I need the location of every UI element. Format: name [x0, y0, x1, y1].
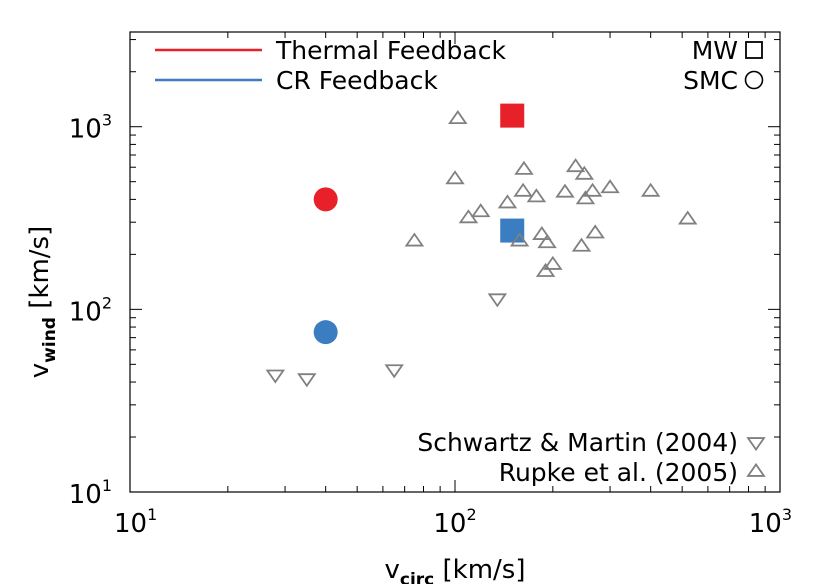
point-3-17 — [574, 165, 595, 180]
point-3-13 — [543, 255, 563, 270]
legend-bottom-label-1: Rupke et al. (2005) — [499, 458, 738, 487]
legend-circle-icon — [744, 70, 764, 90]
point-3-8 — [514, 160, 534, 175]
point-3-21 — [600, 179, 620, 194]
point-3-2 — [448, 110, 468, 125]
point-2-1 — [297, 373, 317, 388]
point-3-16 — [571, 237, 592, 252]
point-3-15 — [565, 158, 586, 173]
point-3-18 — [575, 190, 596, 205]
point-3-22 — [640, 182, 661, 197]
point-3-6 — [509, 232, 530, 247]
x-tick-label: 103 — [749, 505, 792, 539]
point-3-7 — [513, 182, 533, 197]
x-tick-label: 102 — [433, 505, 476, 539]
y-tick-label: 101 — [69, 476, 112, 510]
point-0-1 — [313, 187, 338, 212]
point-3-5 — [497, 194, 518, 209]
legend-right-label-0: MW — [692, 36, 738, 65]
point-1-1 — [313, 320, 338, 345]
point-0-0 — [500, 103, 525, 128]
point-3-9 — [526, 188, 547, 203]
x-axis-title: vcirc [km/s] — [384, 555, 525, 584]
point-3-19 — [582, 182, 603, 197]
x-tick-label: 101 — [114, 505, 157, 539]
legend-square-icon — [745, 41, 763, 59]
legend-triangle-down-icon — [746, 437, 766, 452]
point-3-20 — [585, 224, 605, 239]
legend-right-label-1: SMC — [683, 66, 738, 95]
point-1-0 — [500, 218, 525, 243]
legend-bottom-label-0: Schwartz & Martin (2004) — [417, 428, 738, 457]
point-3-14 — [555, 183, 575, 198]
legend-label-1: CR Feedback — [276, 66, 438, 95]
point-3-1 — [445, 170, 465, 185]
point-3-11 — [535, 262, 556, 277]
point-3-0 — [404, 232, 425, 247]
y-tick-label: 103 — [69, 111, 112, 145]
point-3-23 — [677, 210, 698, 225]
point-2-0 — [265, 369, 286, 384]
point-3-12 — [537, 234, 557, 249]
plot-area-frame — [129, 31, 781, 493]
legend-label-0: Thermal Feedback — [275, 36, 506, 65]
point-2-3 — [487, 293, 508, 308]
point-3-10 — [532, 225, 552, 240]
y-tick-label: 102 — [69, 293, 112, 327]
point-3-4 — [471, 203, 491, 218]
legend-triangle-up-icon — [746, 462, 766, 477]
y-axis-title: vwind [km/s] — [25, 226, 60, 378]
point-2-2 — [384, 364, 404, 379]
